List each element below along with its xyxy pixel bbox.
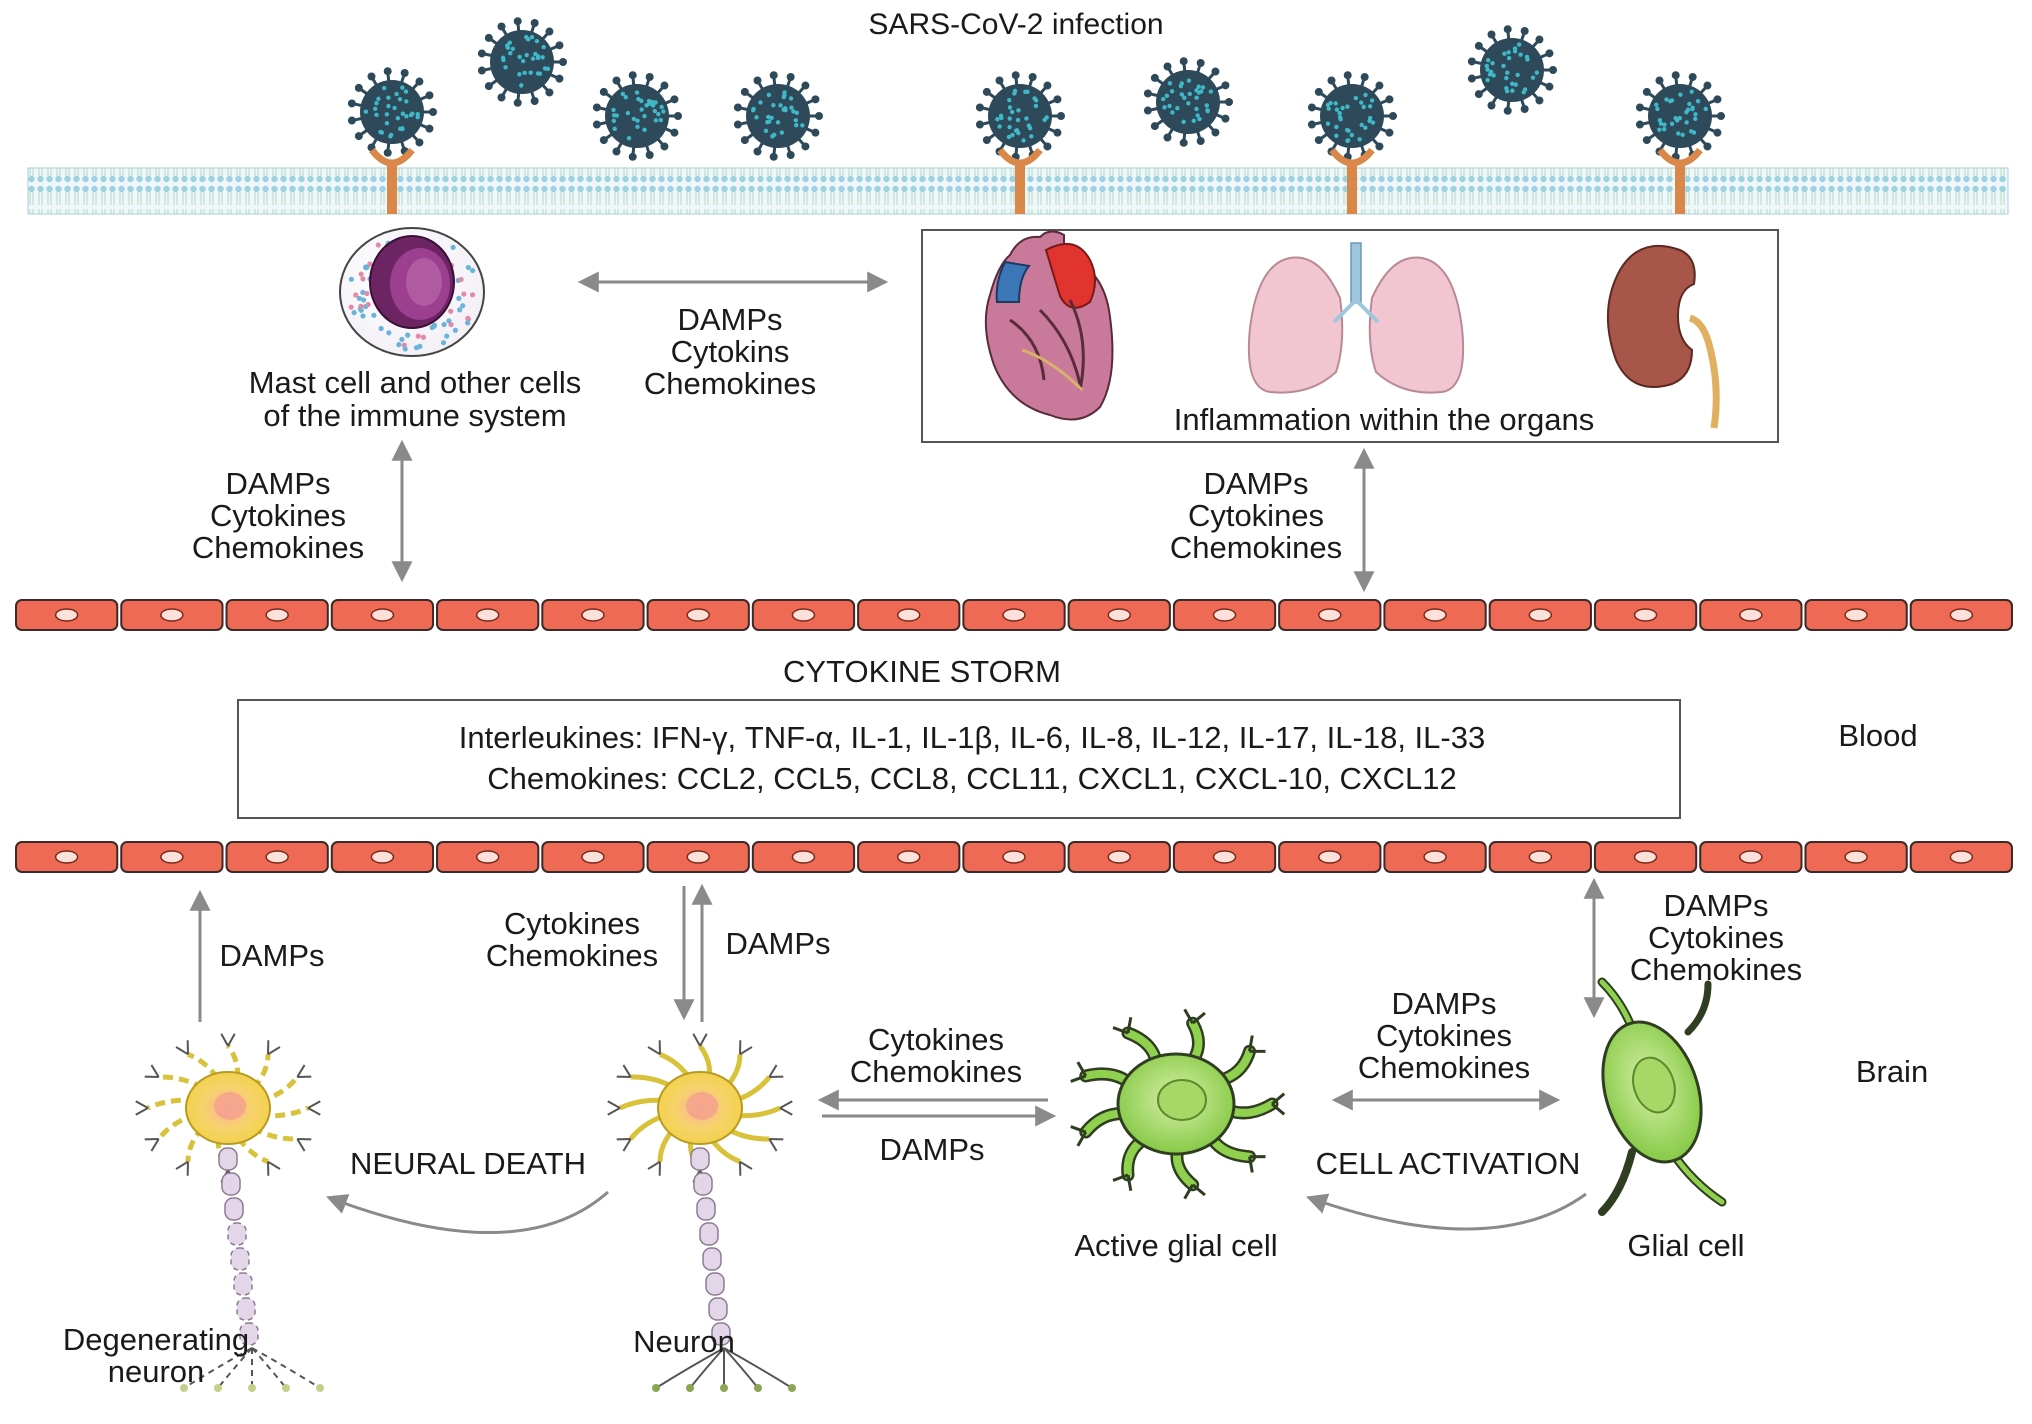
degenerating-neuron-icon xyxy=(135,1033,324,1392)
virus-icon xyxy=(347,67,437,157)
degenerating-neuron-label-2: neuron xyxy=(108,1354,205,1389)
immune-blood-signal-2: Cytokines xyxy=(210,498,346,533)
neuron-to-blood-label: DAMPs xyxy=(725,926,830,961)
virus-icon xyxy=(1143,57,1233,147)
immune-organ-signal-3: Chemokines xyxy=(644,366,816,401)
vessel-wall-upper xyxy=(15,599,2013,631)
receptor-icon xyxy=(369,147,415,214)
virus-icon xyxy=(1467,25,1557,115)
glial-label: Glial cell xyxy=(1627,1228,1744,1263)
active-glial-cell-icon xyxy=(1070,1008,1286,1200)
immune-cell-label-1: Mast cell and other cells xyxy=(249,365,582,400)
immune-organ-signal-1: DAMPs xyxy=(677,302,782,337)
degenerating-neuron-label-1: Degenerating xyxy=(63,1322,249,1357)
receptor-icon xyxy=(997,147,1043,214)
vessel-wall-lower xyxy=(15,841,2013,873)
glial-cell-icon xyxy=(1597,977,1727,1216)
immune-organ-signal-2: Cytokins xyxy=(671,334,790,369)
mast-cell-icon xyxy=(339,227,485,357)
organ-blood-signal-2: Cytokines xyxy=(1188,498,1324,533)
glia-glia-signal-2: Cytokines xyxy=(1376,1018,1512,1053)
cell-activation-label: CELL ACTIVATION xyxy=(1316,1146,1581,1181)
glial-blood-signal-1: DAMPs xyxy=(1663,888,1768,923)
lungs-icon xyxy=(1247,242,1465,394)
virus-group xyxy=(347,17,1725,161)
neural-death-label: NEURAL DEATH xyxy=(350,1146,586,1181)
blood-to-neuron-2: Chemokines xyxy=(486,938,658,973)
ace2-receptors xyxy=(369,147,1703,214)
immune-blood-signal-3: Chemokines xyxy=(192,530,364,565)
cell-activation-arrow xyxy=(1306,1192,1587,1231)
receptor-icon xyxy=(1657,147,1703,214)
active-glial-label: Active glial cell xyxy=(1074,1228,1277,1263)
neuron-glia-bottom: DAMPs xyxy=(879,1132,984,1167)
immune-blood-signal-1: DAMPs xyxy=(225,466,330,501)
organ-box-label: Inflammation within the organs xyxy=(1174,402,1594,437)
glial-blood-signal-2: Cytokines xyxy=(1648,920,1784,955)
organ-blood-signal-3: Chemokines xyxy=(1170,530,1342,565)
organ-box xyxy=(921,229,1779,443)
virus-icon xyxy=(733,71,823,161)
glial-blood-signal-3: Chemokines xyxy=(1630,952,1802,987)
neuron-glia-top-1: Cytokines xyxy=(868,1022,1004,1057)
chemokines-line: Chemokines: CCL2, CCL5, CCL8, CCL11, CXC… xyxy=(487,761,1456,796)
title: SARS-CoV-2 infection xyxy=(868,8,1163,41)
glia-glia-signal-1: DAMPs xyxy=(1391,986,1496,1021)
blood-to-neuron-1: Cytokines xyxy=(504,906,640,941)
virus-icon xyxy=(477,17,567,107)
kidney-icon xyxy=(1607,245,1720,429)
storm-title: CYTOKINE STORM xyxy=(783,654,1061,689)
neuron-glia-top-2: Chemokines xyxy=(850,1054,1022,1089)
neuron-icon xyxy=(607,1033,796,1392)
organ-blood-signal-1: DAMPs xyxy=(1203,466,1308,501)
virus-icon xyxy=(1635,71,1725,161)
cytokine-box xyxy=(237,699,1681,819)
virus-icon xyxy=(975,71,1065,161)
neuron-label: Neuron xyxy=(633,1324,735,1359)
neural-death-arrow xyxy=(326,1190,609,1234)
receptor-icon xyxy=(1329,147,1375,214)
degenerating-to-blood-label: DAMPs xyxy=(219,938,324,973)
glia-glia-signal-3: Chemokines xyxy=(1358,1050,1530,1085)
virus-icon xyxy=(1307,71,1397,161)
brain-label: Brain xyxy=(1856,1054,1928,1089)
virus-icon xyxy=(592,71,682,161)
interleukines-line: Interleukines: IFN-γ, TNF-α, IL-1, IL-1β… xyxy=(459,720,1485,755)
heart-icon xyxy=(984,230,1114,421)
immune-cell-label-2: of the immune system xyxy=(263,398,566,433)
blood-label: Blood xyxy=(1838,718,1917,753)
